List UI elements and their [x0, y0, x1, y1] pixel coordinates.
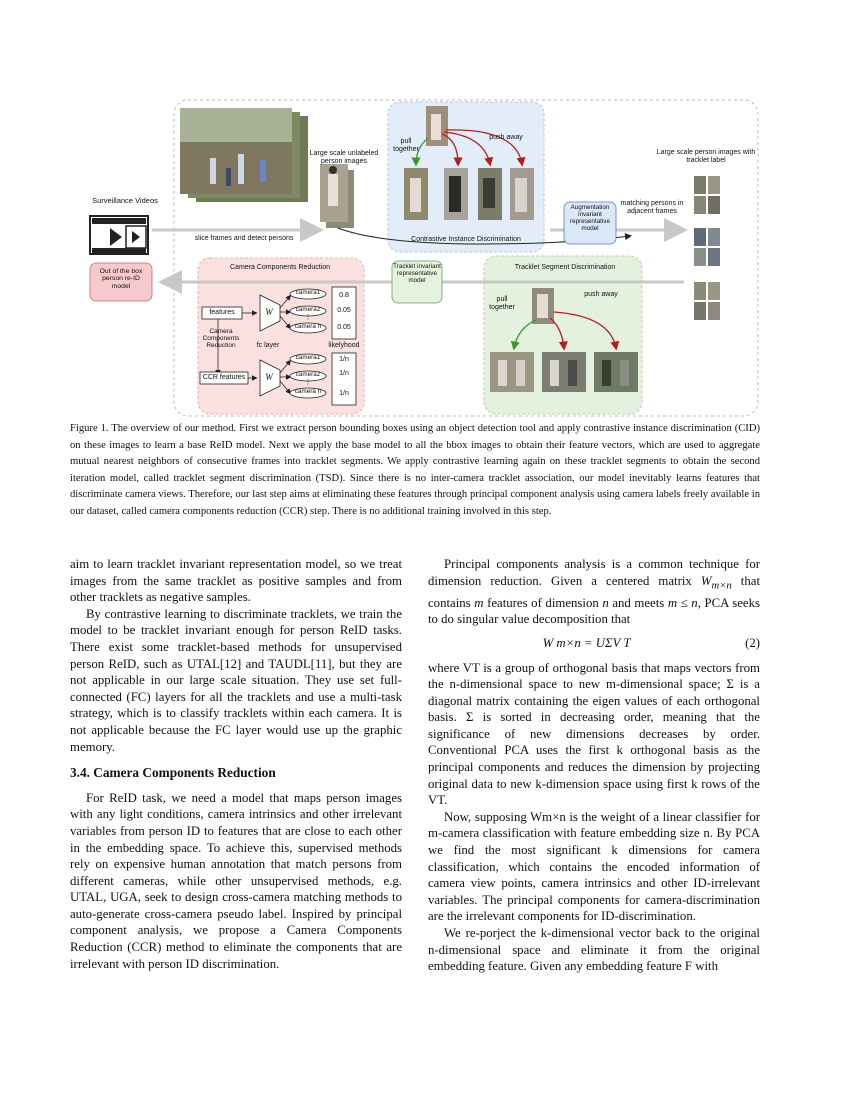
label-dots-b: ⋮ [304, 379, 312, 386]
likelihood-value-n: 0.05 [337, 324, 351, 331]
pull-arrow-tsd [510, 319, 537, 351]
cid-image-2 [444, 168, 468, 220]
tsd-tracklet-1 [490, 352, 534, 392]
likelihood-value-2: 0.05 [337, 307, 351, 314]
label-camera1-b: camera1 [295, 354, 321, 361]
label-slice-frames: slice frames and detect persons [194, 235, 294, 242]
label-ccr-region: Camera Components Reduction [230, 264, 330, 271]
label-cameran-b: camera n [294, 388, 322, 395]
pull-arrow-cid [411, 137, 429, 167]
tsd-tracklet-3 [594, 352, 638, 392]
right-paragraph-2: where VT is a group of orthogonal basis … [428, 660, 760, 808]
label-tsd-region: Tracklet Segment Discrimination [514, 264, 616, 271]
label-fc-layer: fc layer [256, 342, 280, 349]
left-column: aim to learn tracklet invariant represen… [70, 556, 402, 972]
label-large-unlabeled: Large scale unlabeled person images [309, 150, 379, 165]
label-w1: W [265, 307, 273, 317]
push-arrow-tsd-2 [553, 311, 620, 351]
cid-image-4 [510, 168, 534, 220]
label-dots-a: ⋮ [304, 314, 312, 321]
label-cameran-a: camera n [294, 323, 322, 330]
label-push-away-tsd: push away [584, 291, 618, 298]
person-crops-stack [320, 164, 354, 228]
tsd-anchor-image [532, 288, 554, 324]
label-push-away-cid: push away [489, 134, 523, 141]
label-likelyhood: likelyhood [328, 342, 360, 349]
video-frames-stack [180, 108, 308, 202]
label-pull-together-tsd: pull together [489, 296, 515, 311]
figure-graphics [89, 99, 759, 417]
cid-image-1 [404, 168, 428, 220]
likelihood-value-nb: 1/n [339, 390, 349, 397]
figure-caption: Figure 1. The overview of our method. Fi… [70, 423, 760, 517]
likelihood-value-1: 0.8 [339, 292, 349, 299]
tracklet-model-box [391, 260, 443, 304]
outer-frame [173, 99, 759, 417]
label-ccr-features: CCR features [202, 374, 246, 381]
label-camera1-a: camera1 [295, 289, 321, 296]
label-cid-region: Contrastive Instance Discrimination [411, 236, 521, 243]
likelihood-value-1b: 1/n [339, 356, 349, 363]
label-tracklet-model: Tracklet invariant representative model [393, 263, 441, 284]
tsd-tracklet-2 [542, 352, 586, 392]
label-camera2-a: camera2 [295, 306, 321, 313]
label-augmentation-model: Augmentation invariant representative mo… [570, 204, 610, 232]
label-w2: W [265, 372, 273, 382]
label-camera-components-reduction: Camera Components Reduction [202, 328, 240, 350]
right-column: Principal components analysis is a commo… [428, 556, 760, 975]
equation-number: (2) [745, 635, 760, 650]
equation-body: W m×n = UΣV T [542, 635, 631, 650]
label-out-of-box: Out of the box person re-ID model [99, 268, 143, 290]
label-pull-together-cid: pull together [393, 138, 419, 153]
right-paragraph-3: Now, supposing Wm×n is the weight of a l… [428, 809, 760, 924]
label-camera2-b: camera2 [295, 371, 321, 378]
label-surveillance: Surveillance Videos [92, 196, 158, 205]
label-features: features [209, 309, 235, 316]
push-arrow-cid-2 [443, 131, 494, 167]
augmentation-model-box [563, 201, 617, 245]
push-arrow-tsd-1 [549, 317, 568, 351]
left-paragraph-1: aim to learn tracklet invariant represen… [70, 557, 402, 605]
cid-anchor-image [426, 106, 448, 146]
video-icon [89, 215, 149, 255]
push-arrow-cid-3 [445, 129, 526, 167]
out-of-box-model [89, 262, 153, 302]
right-paragraph-1: Principal components analysis is a commo… [428, 557, 760, 627]
equation-2: W m×n = UΣV T (2) [428, 635, 760, 652]
left-paragraph-2: By contrastive learning to discriminate … [70, 606, 402, 754]
overview-figure: Surveillance Videos slice frames and det… [70, 98, 760, 418]
tracklet-images-column [694, 176, 720, 320]
ccr-network [199, 286, 357, 406]
label-matching-persons: matching persons in adjacent frames [620, 200, 684, 215]
left-paragraph-3: For ReID task, we need a model that maps… [70, 790, 402, 971]
label-large-labeled: Large scale person images with tracklet … [656, 149, 756, 164]
likelihood-value-2b: 1/n [339, 370, 349, 377]
push-arrow-cid-1 [441, 133, 463, 167]
section-heading: 3.4. Camera Components Reduction [70, 765, 276, 781]
right-paragraph-4: We re-porject the k-dimensional vector b… [428, 926, 760, 974]
cid-image-3 [478, 168, 502, 220]
